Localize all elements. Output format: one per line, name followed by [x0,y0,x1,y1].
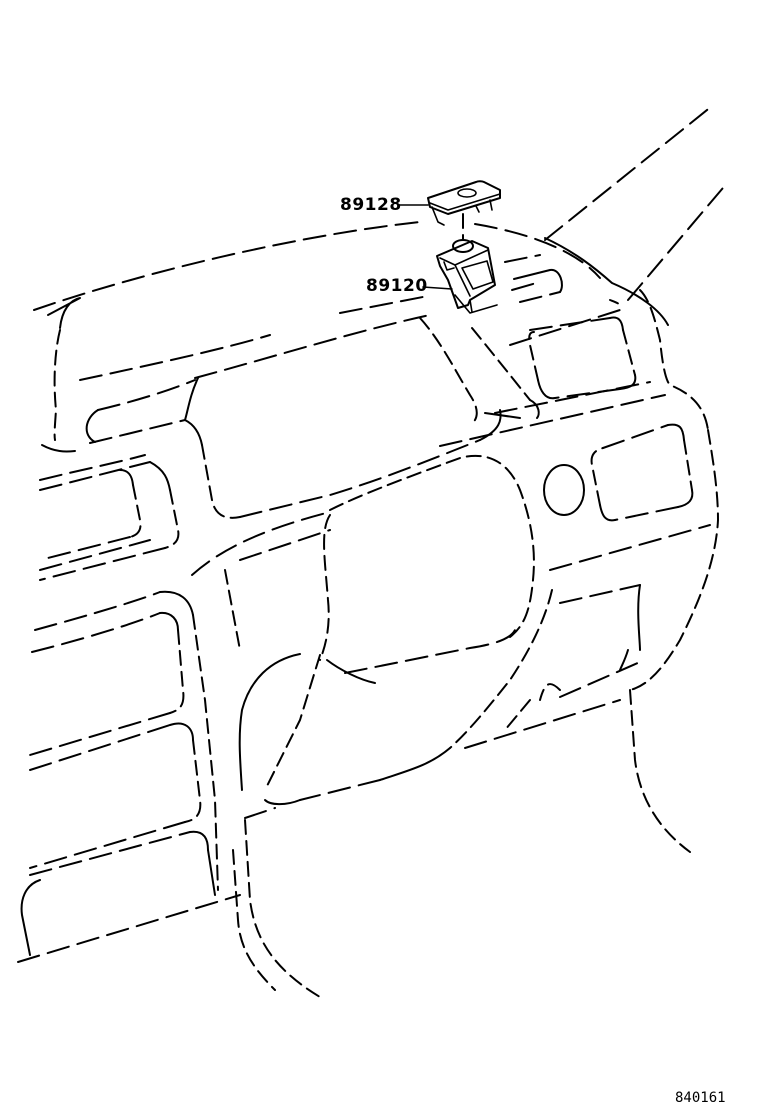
figure-code: 840161 [675,1090,726,1106]
part-label-89128[interactable]: 89128 [340,195,402,215]
part-label-89120[interactable]: 89120 [366,276,428,296]
leader-89120 [422,286,453,290]
